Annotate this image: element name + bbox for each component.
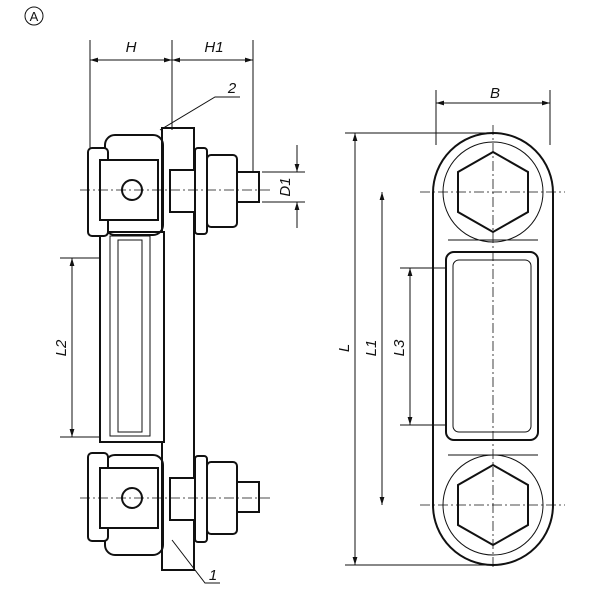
dim-l-label: L <box>336 344 353 352</box>
dim-l1-label: L1 <box>363 340 380 357</box>
hex-bolt-top <box>457 150 529 234</box>
dim-b-label: B <box>490 85 500 102</box>
callout-1: 1 <box>209 567 217 584</box>
svg-text:A: A <box>30 9 39 24</box>
dim-l2-label: L2 <box>53 339 70 356</box>
front-view: B L L1 L3 <box>336 85 565 570</box>
dim-h1-label: H1 <box>204 39 223 56</box>
view-marker: A <box>24 6 44 26</box>
side-view: H H1 <box>53 39 305 584</box>
bottom-fitting <box>80 452 270 556</box>
top-fitting <box>80 134 270 237</box>
sight-window <box>445 251 539 441</box>
dim-l3-label: L3 <box>391 339 408 356</box>
callout-2: 2 <box>227 80 237 97</box>
dim-h-label: H <box>126 39 137 56</box>
dim-d1-label: D1 <box>277 177 294 196</box>
